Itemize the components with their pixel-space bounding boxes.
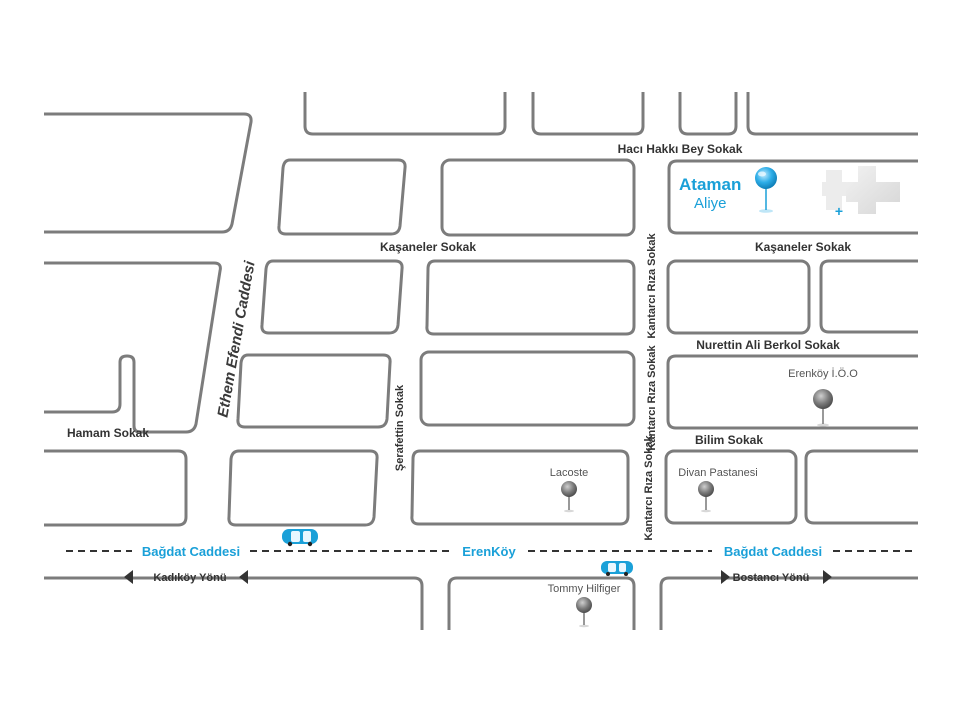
block (303, 92, 507, 136)
block (260, 259, 404, 335)
street-label: Kantarcı Rıza Sokak (643, 435, 655, 541)
block (666, 259, 811, 335)
street-label: Kaşaneler Sokak (755, 240, 851, 254)
triangle-arrow-icon (239, 570, 248, 584)
street-label: Nurettin Ali Berkol Sokak (696, 338, 840, 352)
direction-left: Kadıköy Yönü (124, 570, 248, 584)
street-label: Kantarcı Rıza Sokak (646, 233, 658, 339)
street-label: Kantarcı Rıza Sokak (646, 345, 658, 451)
poi-tommy-hilfiger[interactable]: Tommy Hilfiger (548, 583, 621, 628)
block (236, 353, 392, 429)
street-label: Şerafettin Sokak (394, 384, 406, 471)
poi-divan-pastanesi[interactable]: Divan Pastanesi (678, 467, 758, 513)
block (531, 92, 645, 136)
main-road-label-center: ErenKöy (462, 544, 516, 559)
city-blocks (44, 92, 918, 630)
street-label: Kaşaneler Sokak (380, 240, 476, 254)
plus-mark-icon: + (835, 203, 843, 219)
triangle-arrow-icon (823, 570, 832, 584)
street-label: Bilim Sokak (695, 433, 763, 447)
main-road: Bağdat Caddesi ErenKöy Bağdat Caddesi (66, 544, 912, 559)
car-icon (601, 561, 633, 576)
direction-label-right: Bostancı Yönü (733, 572, 810, 584)
street-label: Hacı Hakkı Bey Sokak (618, 142, 743, 156)
map-pin-icon (576, 597, 592, 628)
block (410, 449, 630, 526)
block (440, 158, 636, 237)
destination-title: Ataman (679, 175, 741, 194)
poi-label: Erenköy İ.Ö.O (788, 367, 858, 380)
direction-right: Bostancı Yönü (721, 570, 832, 584)
block (659, 576, 918, 630)
poi-lacoste[interactable]: Lacoste (550, 467, 589, 513)
block (44, 261, 222, 434)
map-pin-icon (561, 481, 577, 513)
block (44, 112, 253, 234)
block (678, 92, 738, 136)
poi-label: Lacoste (550, 467, 589, 479)
poi-label: Tommy Hilfiger (548, 583, 621, 595)
destination-subtitle: Aliye (694, 195, 727, 212)
car-icon (282, 529, 318, 547)
poi-label: Divan Pastanesi (678, 467, 758, 479)
direction-label-left: Kadıköy Yönü (153, 572, 226, 584)
block (667, 159, 918, 235)
map-pin-icon (755, 167, 777, 213)
map-pin-icon (813, 389, 833, 427)
block (804, 449, 918, 525)
block (746, 92, 918, 136)
plus-cross-icon: + (822, 166, 900, 219)
triangle-arrow-icon (124, 570, 133, 584)
block (44, 449, 188, 527)
block (425, 259, 636, 336)
triangle-arrow-icon (721, 570, 730, 584)
block (277, 158, 407, 236)
street-label: Hamam Sokak (67, 426, 149, 440)
block (819, 259, 918, 334)
poi-erenkoy-ioo[interactable]: Erenköy İ.Ö.O (788, 367, 858, 427)
block (664, 449, 798, 525)
destination-marker[interactable]: Ataman Aliye (679, 167, 777, 213)
block (447, 576, 636, 630)
main-road-label-left: Bağdat Caddesi (142, 544, 240, 559)
block (44, 576, 424, 630)
main-road-label-right: Bağdat Caddesi (724, 544, 822, 559)
map-pin-icon (698, 481, 714, 513)
block (227, 449, 379, 527)
block (666, 354, 918, 430)
block (419, 350, 636, 427)
